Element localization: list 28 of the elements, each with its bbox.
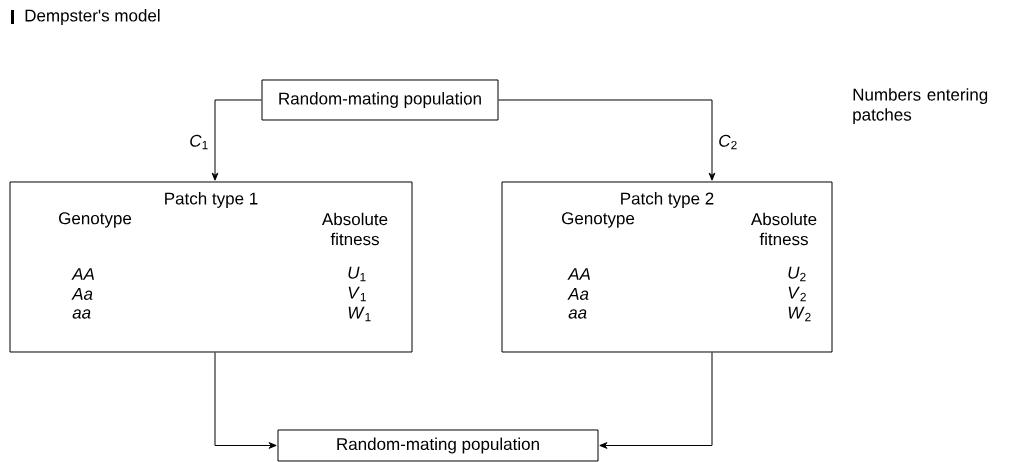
genotype: AA xyxy=(567,268,590,280)
patch-heading: Patch type 2 xyxy=(621,192,714,208)
arrow xyxy=(498,99,716,181)
genotype: aa xyxy=(72,309,91,319)
fitness-value: U$_{2}$ xyxy=(788,266,806,282)
fitness-value: W$_{1}$ xyxy=(348,306,371,322)
genotype: Aa xyxy=(71,288,93,300)
column-heading: Genotype xyxy=(59,212,132,228)
arrow xyxy=(599,352,713,449)
fitness-value: U$_{1}$ xyxy=(348,266,366,282)
arrow xyxy=(214,352,277,449)
note: Numbers entering patches xyxy=(853,88,988,125)
genotype: aa xyxy=(568,309,587,319)
patch-heading: Patch type 1 xyxy=(165,192,258,208)
arrow xyxy=(211,99,262,181)
column-heading: Absolute fitness xyxy=(750,212,817,246)
genotype: Aa xyxy=(567,288,589,300)
column-heading: Genotype xyxy=(562,212,635,228)
edge-label: C$_{2}$ xyxy=(719,134,737,150)
fitness-value: W$_{2}$ xyxy=(788,306,811,322)
fitness-value: V$_{2}$ xyxy=(788,286,806,302)
process-box: Random-mating population xyxy=(277,429,599,462)
process-box: Random-mating population xyxy=(261,79,499,121)
genotype: AA xyxy=(71,268,94,280)
title: Dempster's model xyxy=(25,9,160,25)
edge-label: C$_{1}$ xyxy=(190,134,208,150)
column-heading: Absolute fitness xyxy=(321,212,388,246)
fitness-value: V$_{1}$ xyxy=(348,286,366,302)
